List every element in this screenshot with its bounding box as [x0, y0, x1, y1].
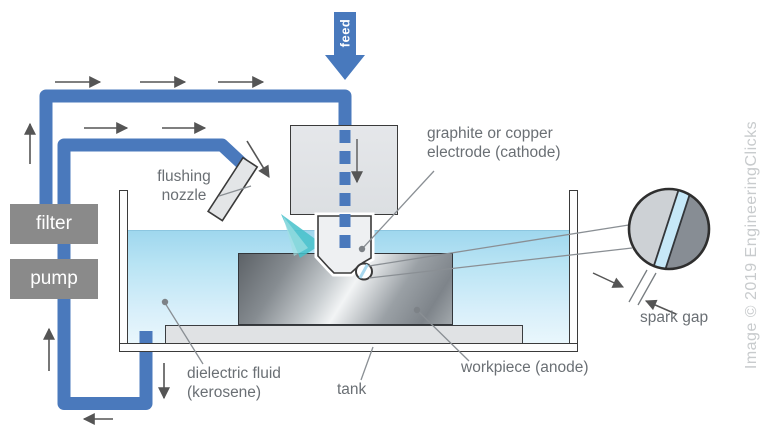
- leader-dot: [161, 298, 169, 306]
- leader-electrode: [361, 170, 435, 250]
- watermark-text: Image © 2019 EngineeringClicks: [743, 120, 760, 370]
- leader-dielectric: [164, 302, 204, 365]
- flushing-spray: [281, 214, 322, 258]
- dimension-arrow-icon: [644, 299, 677, 315]
- spark-location-circle-icon: [355, 262, 373, 281]
- spark-gap-label: spark gap: [640, 309, 709, 326]
- flow-arrow-icon: [246, 140, 270, 179]
- gap-extension-line: [637, 272, 657, 306]
- dimension-arrow-icon: [592, 272, 625, 288]
- leader-lines: [164, 170, 636, 381]
- spark-gap-dimension: [592, 269, 677, 315]
- flushing-nozzle-label: flushing nozzle: [157, 168, 211, 204]
- gap-extension-line: [628, 269, 648, 303]
- magnifier-detail-circle-icon: [627, 187, 711, 271]
- pipe-outer-loop: [39, 89, 352, 206]
- filter-box: filter: [10, 204, 98, 244]
- pipe-return-loop: [57, 297, 153, 410]
- leader-dot: [358, 245, 366, 253]
- feed-down-arrow-icon: [325, 12, 365, 80]
- pipe-nozzle-loop: [57, 138, 256, 206]
- pump-label: pump: [30, 268, 78, 289]
- magnifier-wedge-lower: [368, 247, 633, 279]
- dielectric-fluid-label: dielectric fluid (kerosene): [187, 365, 281, 401]
- filter-label: filter: [36, 213, 72, 234]
- workpiece-label: workpiece (anode): [461, 359, 589, 376]
- flushing-nozzle: [206, 156, 259, 222]
- leader-dots: [161, 245, 421, 314]
- leader-dot: [413, 306, 421, 314]
- leader-flushing-nozzle: [218, 185, 252, 197]
- electrode-label: graphite or copper electrode (cathode): [427, 125, 561, 161]
- magnifier-wedge-upper: [368, 223, 636, 267]
- flow-arrows: [24, 76, 270, 425]
- leader-tank: [360, 346, 374, 381]
- leader-workpiece: [417, 310, 470, 362]
- tank-wall-bottom: [119, 343, 578, 352]
- feed-label: feed: [337, 18, 353, 48]
- pump-box: pump: [10, 259, 98, 299]
- tank-label: tank: [337, 381, 367, 398]
